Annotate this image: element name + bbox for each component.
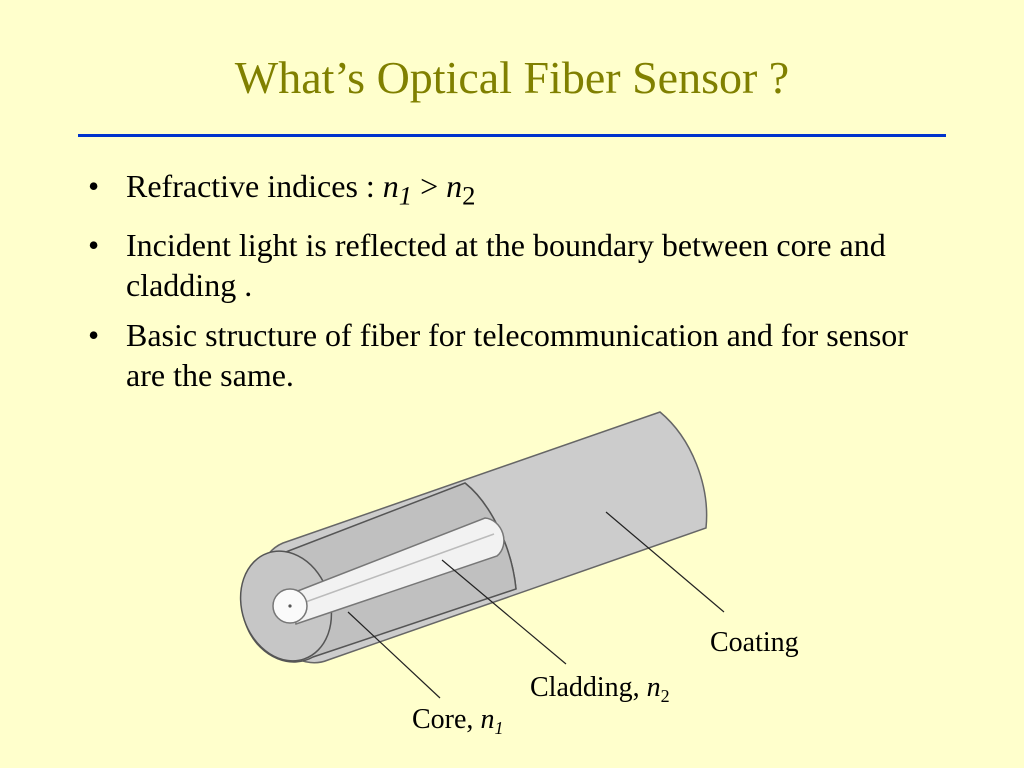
- symbol-n1: n: [382, 168, 399, 204]
- core-symbol: n: [480, 704, 494, 735]
- cladding-label-text: Cladding,: [530, 672, 647, 703]
- core-subscript: 1: [494, 718, 503, 738]
- symbol-n2: n: [446, 168, 463, 204]
- symbol-n2-subscript: 2: [462, 180, 476, 211]
- bullet-marker: •: [88, 168, 100, 204]
- core-label: Core, n1: [412, 704, 503, 738]
- greater-than: >: [412, 168, 447, 204]
- bullet-marker: •: [88, 317, 100, 354]
- bullet-text: Basic structure of fiber for telecommuni…: [126, 317, 908, 394]
- bullet-text: Incident light is reflected at the bound…: [126, 227, 886, 304]
- bullet-item-refractive: • Refractive indices : n1 > n2: [88, 166, 948, 215]
- cladding-symbol: n: [647, 672, 661, 703]
- cladding-subscript: 2: [661, 686, 670, 706]
- bullet-list: • Refractive indices : n1 > n2 • Inciden…: [88, 166, 948, 405]
- coating-leader-line: [605, 511, 725, 613]
- cladding-leader-line: [441, 559, 567, 665]
- symbol-n1-subscript: 1: [398, 180, 413, 211]
- bullet-text: Refractive indices :: [126, 168, 383, 204]
- bullet-item-reflection: • Incident light is reflected at the bou…: [88, 225, 948, 305]
- bullet-item-structure: • Basic structure of fiber for telecommu…: [88, 315, 948, 395]
- title-divider: [78, 134, 946, 137]
- slide-title: What’s Optical Fiber Sensor ?: [234, 52, 790, 103]
- core-label-text: Core,: [412, 704, 480, 735]
- core: [272, 517, 505, 625]
- cladding-label: Cladding, n2: [530, 672, 670, 706]
- coating-label: Coating: [710, 627, 799, 658]
- bullet-marker: •: [88, 227, 100, 264]
- core-leader-line: [347, 611, 441, 699]
